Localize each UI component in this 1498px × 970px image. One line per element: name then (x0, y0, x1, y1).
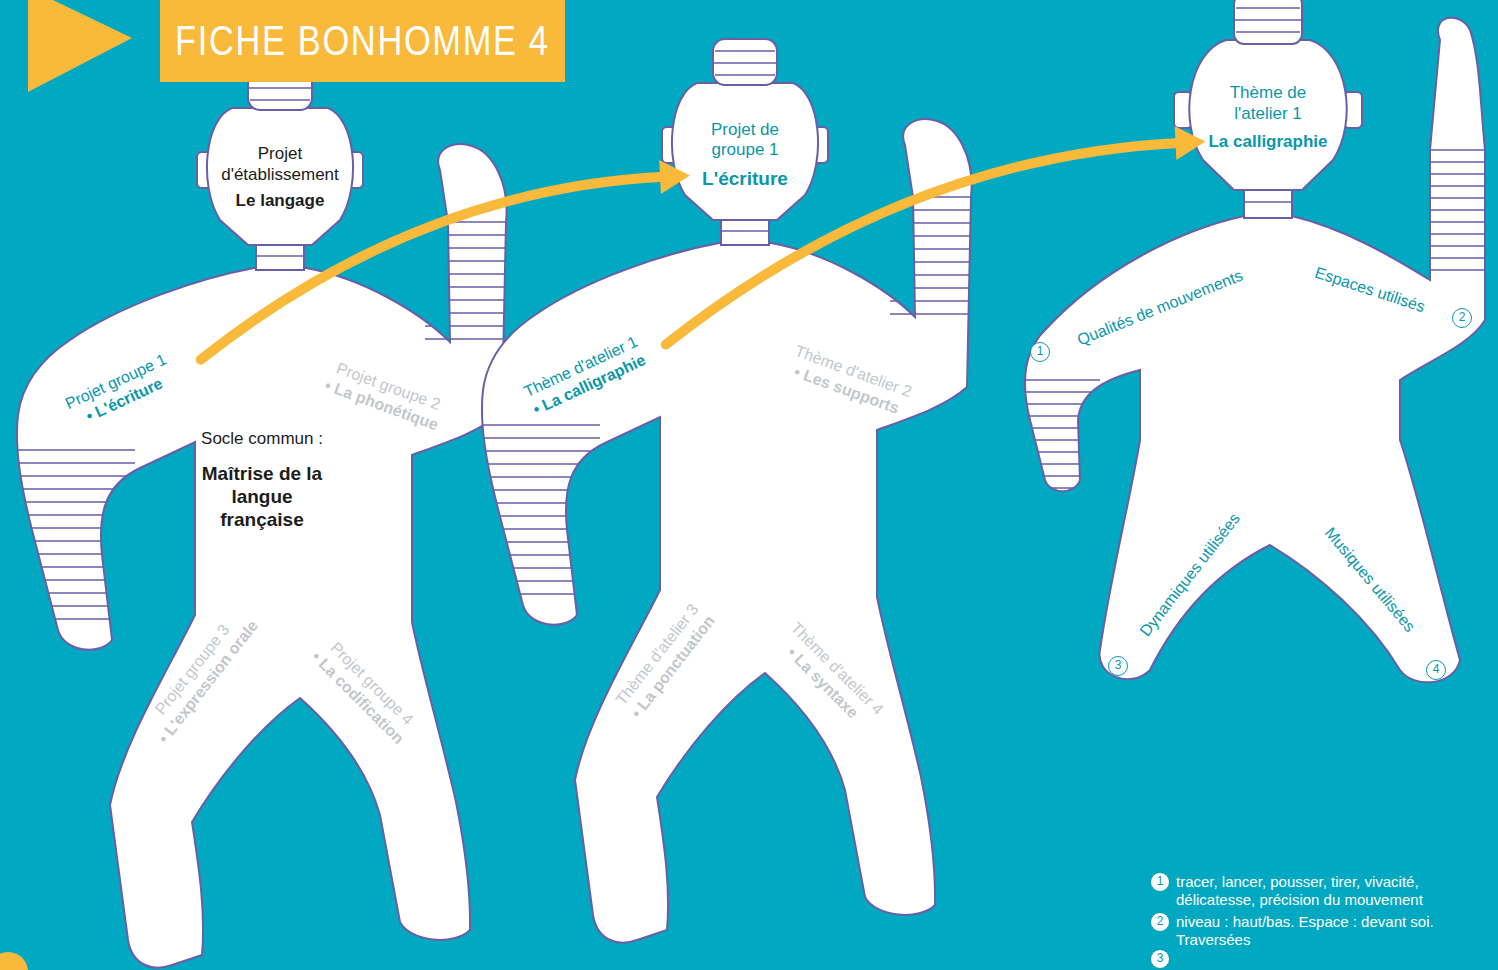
node-text: • La syntaxe (756, 615, 890, 749)
figure-head-outline (672, 83, 818, 220)
figure-head-outline (207, 108, 353, 245)
limb-label: Espaces utilisés (1300, 259, 1439, 321)
node-heading: Projet de groupe 1 (690, 120, 800, 161)
callout-number: 4 (1426, 660, 1446, 680)
arrow-line (666, 143, 1180, 345)
cap-rings (1235, 8, 1301, 32)
node-text: Maîtrise de la langue française (200, 462, 325, 532)
limb-label: Projet groupe 2• La phonétique (303, 349, 467, 440)
limb-label: Thème d'atelier 1• La calligraphie (504, 324, 666, 427)
figure-head: Thème de l'atelier 1 La calligraphie (1206, 83, 1331, 153)
figure-body-outline (1025, 18, 1485, 683)
node-heading: Projet groupe 3 (126, 588, 258, 750)
limb-label: Qualités de mouvements (1064, 261, 1257, 354)
callout-number: 3 (1150, 949, 1170, 969)
node-text: • L'expression orale (142, 600, 274, 762)
callout-number: 2 (1150, 912, 1170, 932)
figure-cap (1234, 0, 1302, 44)
neck-ring (256, 255, 304, 256)
node-heading: Projet d'établissement (210, 144, 350, 185)
arrow-head (1175, 126, 1206, 160)
title-text: FICHE BONHOMME 4 (175, 17, 549, 65)
note-text: niveau : haut/bas. Espace : devant soi. … (1176, 913, 1498, 949)
figure-two (455, 39, 985, 943)
limb-label: Thème d'atelier 4• La syntaxe (756, 601, 904, 749)
callout-number: 3 (1108, 656, 1128, 676)
callout-number: 1 (1030, 342, 1050, 362)
figure-head: Projet de groupe 1 L'écriture (690, 120, 800, 191)
node-heading: Socle commun : (200, 429, 325, 450)
node-heading: Projet groupe 4 (305, 616, 439, 750)
node-heading: Dynamiques utilisées (1130, 502, 1250, 648)
callout-number: 1 (1150, 872, 1170, 892)
figure-neck (721, 217, 769, 245)
figure-head-outline (1189, 40, 1346, 190)
arrow-head (659, 160, 690, 194)
node-heading: Thème d'atelier 4 (770, 601, 904, 735)
node-text: L'écriture (690, 167, 800, 190)
node-heading: Thème de l'atelier 1 (1206, 83, 1331, 124)
figure-one (0, 64, 520, 968)
limb-label: Thème d'atelier 2• Les supports (768, 334, 932, 425)
callout-number: 2 (1452, 308, 1472, 328)
figure-body-outline (482, 119, 972, 942)
limb-label: Musiques utilisées (1311, 512, 1429, 647)
figure-three (1005, 0, 1498, 682)
note-text: tracer, lancer, pousser, tirer, vivacité… (1176, 873, 1498, 909)
title-banner: FICHE BONHOMME 4 (160, 0, 565, 82)
figure-head: Projet d'établissement Le langage (210, 144, 350, 212)
arm-stripes (1005, 150, 1498, 488)
figure-cap (713, 39, 777, 85)
node-heading: Thème d'atelier 3 (594, 577, 720, 731)
neck-ring (1244, 201, 1292, 202)
node-text: Le langage (210, 191, 350, 212)
limb-label: Thème d'atelier 3• La ponctuation (594, 577, 736, 743)
arm-stripes (455, 197, 985, 594)
node-text: • La codification (291, 630, 425, 764)
title-triangle (28, 0, 132, 92)
figure-torso: Socle commun : Maîtrise de la langue fran… (200, 429, 325, 531)
node-text: • La ponctuation (610, 589, 736, 743)
node-heading: Musiques utilisées (1311, 512, 1429, 647)
neck-ring (721, 230, 769, 231)
figure-neck (256, 242, 304, 270)
flow-arrow (201, 160, 690, 360)
corner-dot (0, 952, 28, 970)
node-text: La calligraphie (1206, 132, 1331, 153)
arrow-line (201, 177, 664, 360)
node-heading: Espaces utilisés (1300, 259, 1439, 321)
cap-rings (714, 51, 776, 75)
figure-body-outline (17, 144, 507, 967)
limb-label: Dynamiques utilisées (1130, 502, 1250, 648)
arm-stripes (0, 222, 520, 619)
limb-label: Projet groupe 4• La codification (291, 616, 439, 764)
limb-label: Projet groupe 3• L'expression orale (126, 588, 274, 762)
limb-label: Projet groupe 1• L'écriture (39, 339, 201, 442)
node-heading: Qualités de mouvements (1064, 261, 1257, 354)
